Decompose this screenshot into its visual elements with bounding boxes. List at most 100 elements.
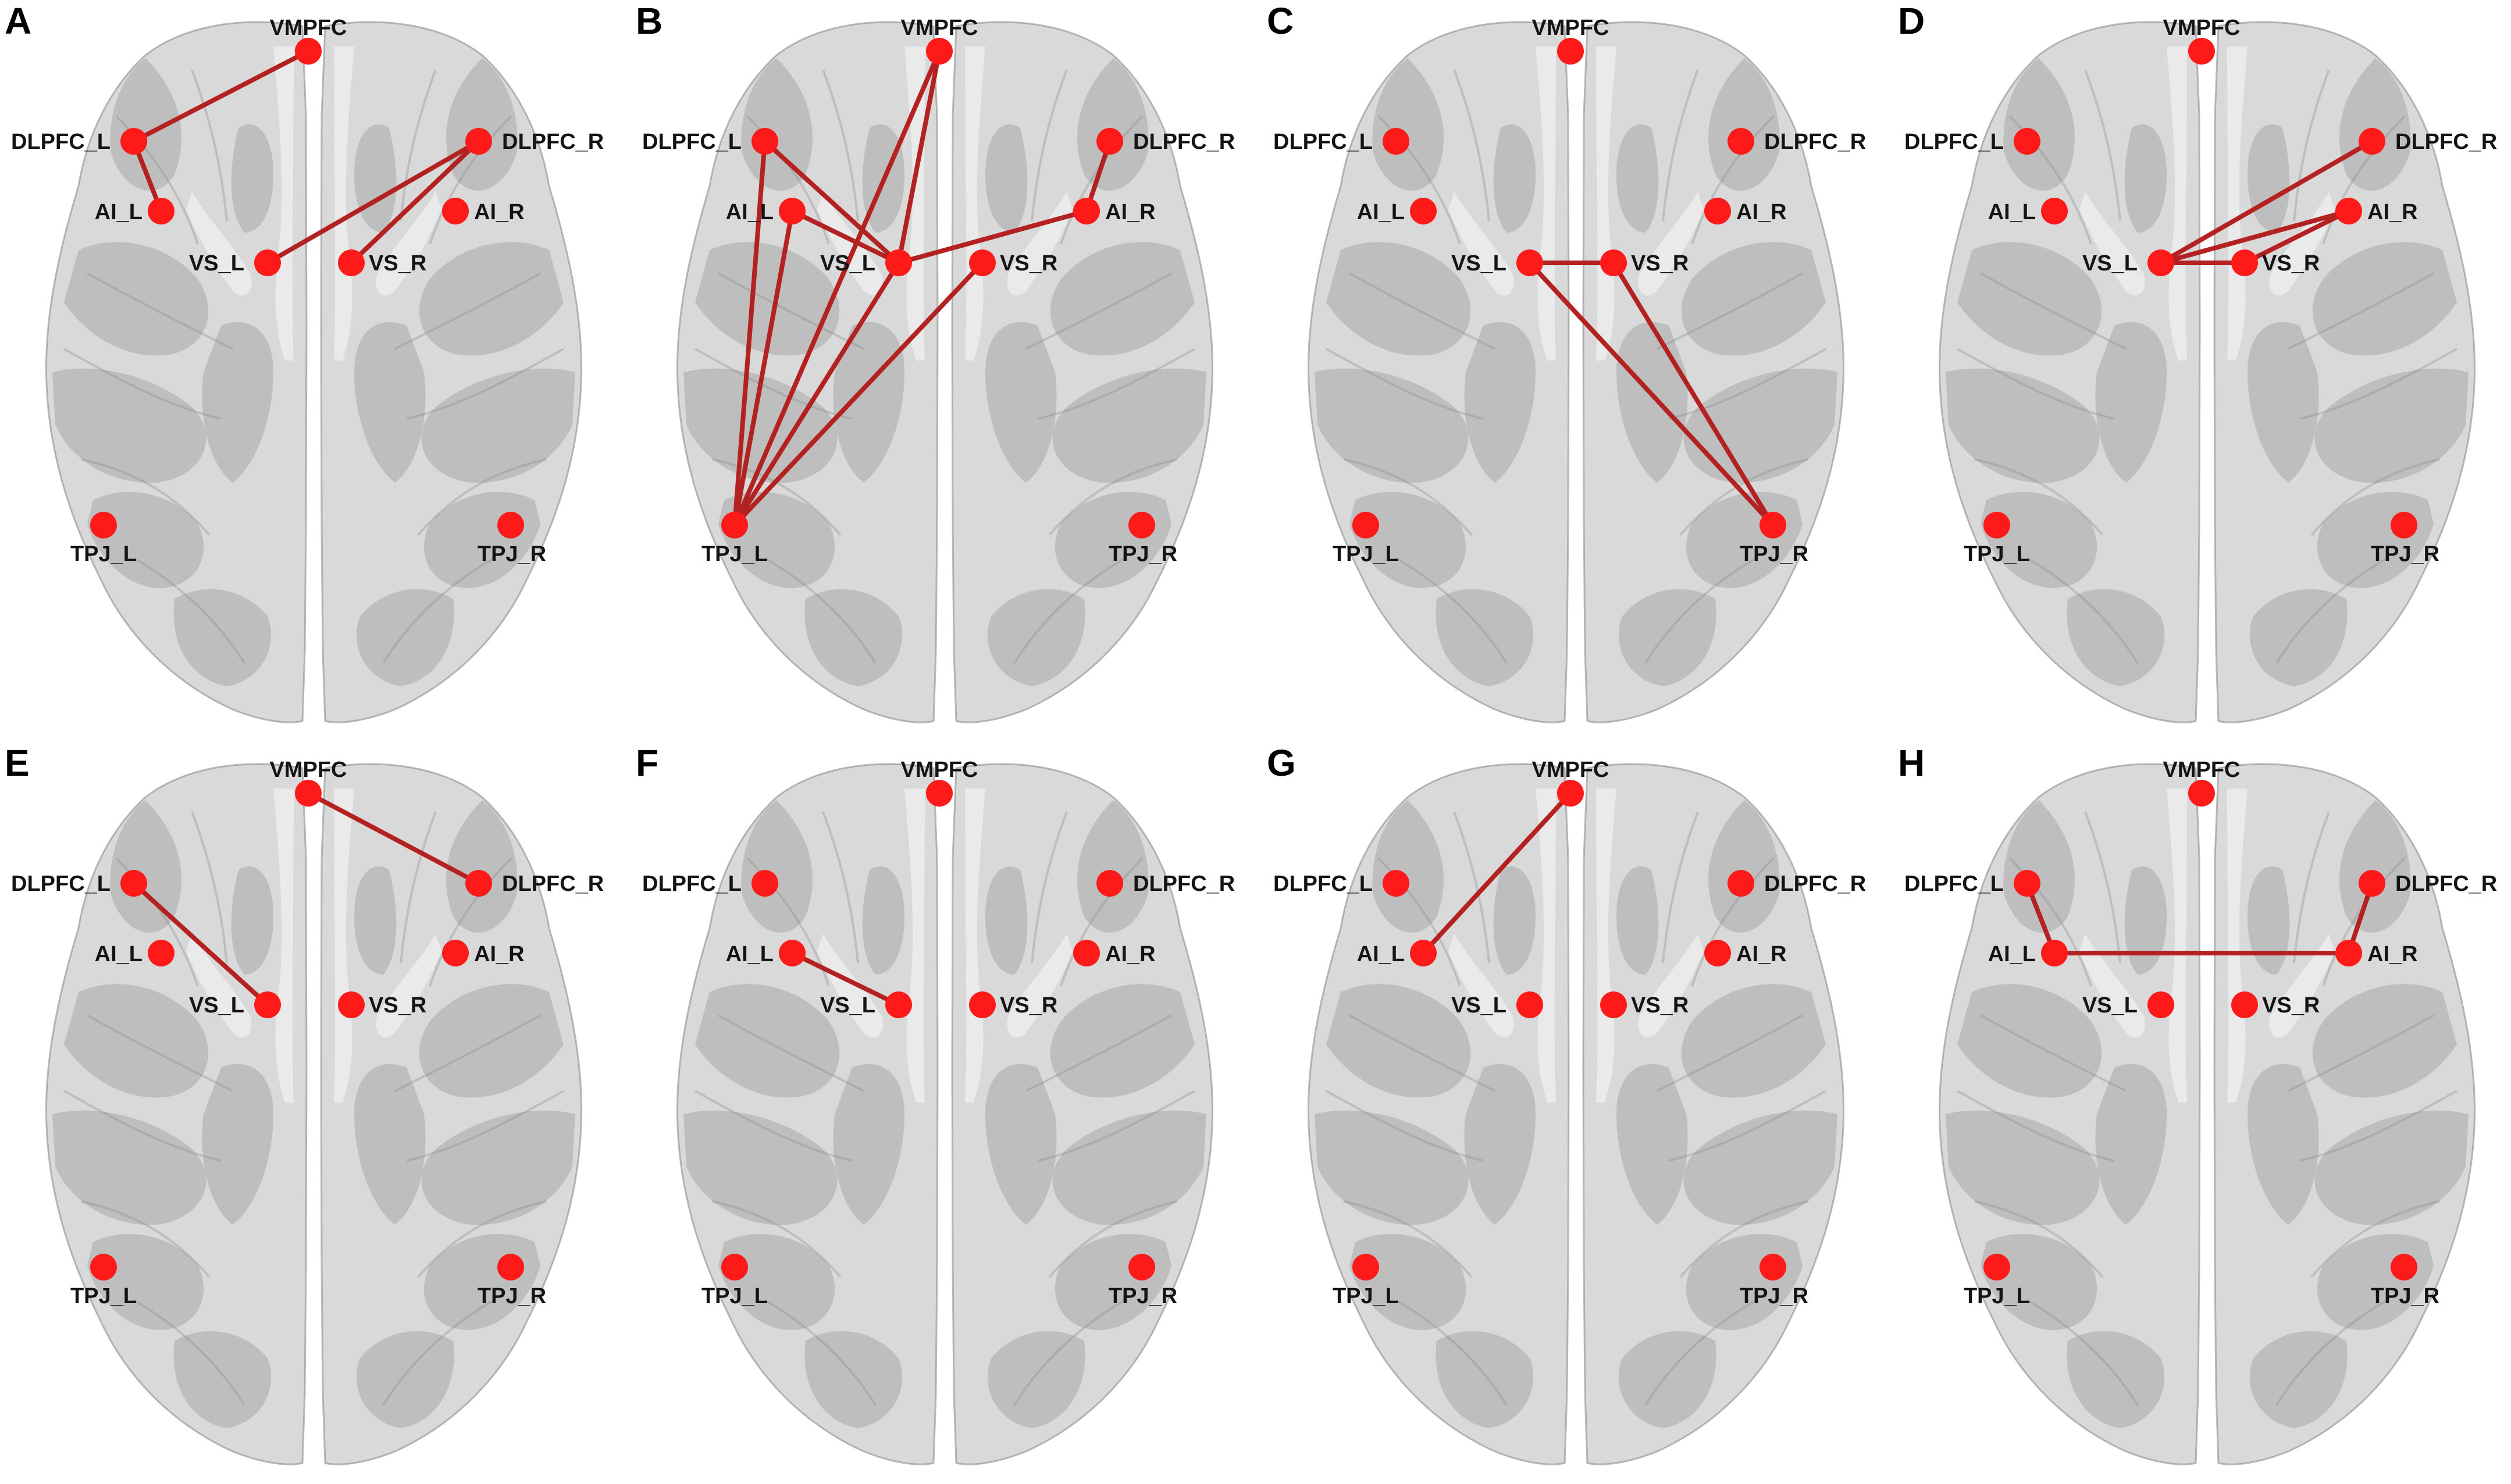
node-dlpfc-l — [1383, 128, 1409, 155]
label-vs-r: VS_R — [1000, 251, 1057, 276]
node-ai-r — [1704, 198, 1731, 224]
label-vmpfc: VMPFC — [901, 758, 978, 782]
label-vs-l: VS_L — [2082, 993, 2138, 1018]
edge-dlpfc_l-tpj_l — [732, 139, 767, 527]
node-dlpfc-r — [1728, 870, 1754, 897]
right-hemisphere — [1582, 21, 1845, 723]
node-vmpfc — [295, 38, 322, 65]
edge-vmpfc-tpj_l — [732, 49, 942, 527]
label-vs-l: VS_L — [820, 993, 875, 1018]
node-dlpfc-r — [2359, 128, 2385, 155]
node-tpj-l — [1352, 1254, 1379, 1280]
node-dlpfc-r — [465, 128, 492, 155]
node-ai-l — [2041, 198, 2068, 224]
edge-ai_l-vs_l — [790, 951, 901, 1007]
node-dlpfc-l — [751, 870, 778, 897]
connection-edges — [1527, 261, 1775, 527]
left-hemisphere — [1307, 763, 1570, 1465]
node-vmpfc — [1557, 38, 1584, 65]
left-hemisphere — [1938, 21, 2201, 723]
label-dlpfc-l: DLPFC_L — [1273, 872, 1373, 896]
label-dlpfc-l: DLPFC_L — [642, 872, 742, 896]
node-vmpfc — [926, 780, 953, 807]
node-dlpfc-r — [465, 870, 492, 897]
left-hemisphere — [1938, 763, 2201, 1465]
label-vmpfc: VMPFC — [1532, 16, 1609, 40]
label-ai-r: AI_R — [2367, 942, 2418, 966]
label-dlpfc-r: DLPFC_R — [2395, 872, 2497, 896]
node-vs-r — [2231, 991, 2258, 1018]
node-dlpfc-l — [120, 870, 147, 897]
label-tpj-l: TPJ_L — [701, 1284, 768, 1308]
node-ai-r — [1073, 198, 1100, 224]
node-ai-r — [442, 198, 469, 224]
node-vs-r — [338, 991, 365, 1018]
label-tpj-l: TPJ_L — [1964, 542, 2030, 566]
brain-outline — [45, 763, 583, 1465]
node-tpj-r — [2391, 1254, 2417, 1280]
label-ai-r: AI_R — [474, 200, 525, 224]
node-vs-l — [1516, 991, 1543, 1018]
label-vs-r: VS_R — [1000, 993, 1057, 1018]
label-tpj-l: TPJ_L — [70, 1284, 137, 1308]
node-tpj-l — [90, 1254, 117, 1280]
left-hemisphere — [45, 763, 308, 1465]
right-hemisphere — [2213, 21, 2476, 723]
node-ai-l — [1410, 940, 1437, 966]
node-dlpfc-l — [2014, 128, 2040, 155]
label-dlpfc-r: DLPFC_R — [1764, 872, 1866, 896]
edge-vmpfc-dlpfc_l — [131, 49, 311, 144]
right-hemisphere — [320, 21, 583, 723]
label-vs-l: VS_L — [189, 993, 244, 1018]
node-ai-l — [779, 940, 806, 966]
label-tpj-l: TPJ_L — [1333, 1284, 1399, 1308]
node-vs-l — [2147, 991, 2174, 1018]
node-tpj-r — [1760, 1254, 1786, 1280]
brain-outline — [1307, 21, 1845, 723]
label-vmpfc: VMPFC — [2163, 758, 2241, 782]
panel-letter: E — [5, 742, 30, 784]
brain-outline — [676, 763, 1214, 1465]
label-tpj-r: TPJ_R — [1740, 1284, 1808, 1308]
label-dlpfc-r: DLPFC_R — [1133, 872, 1235, 896]
node-dlpfc-l — [120, 128, 147, 155]
left-hemisphere — [1307, 21, 1570, 723]
connection-edges — [1421, 791, 1573, 955]
edge-vs_r-tpj_l — [732, 261, 985, 527]
brain-outline — [676, 21, 1214, 723]
node-vs-r — [338, 249, 365, 276]
node-vs-r — [2231, 249, 2258, 276]
label-tpj-l: TPJ_L — [701, 542, 768, 566]
node-tpj-l — [1983, 1254, 2010, 1280]
label-ai-r: AI_R — [1105, 200, 1156, 224]
label-vs-r: VS_R — [2262, 993, 2320, 1018]
node-tpj-r — [1128, 512, 1155, 538]
label-dlpfc-l: DLPFC_L — [11, 872, 111, 896]
label-ai-l: AI_L — [95, 942, 143, 966]
node-vs-r — [969, 991, 996, 1018]
label-vs-l: VS_L — [1451, 993, 1506, 1018]
label-vs-l: VS_L — [1451, 251, 1506, 276]
label-tpj-l: TPJ_L — [70, 542, 137, 566]
connection-edges — [2159, 139, 2374, 265]
right-hemisphere — [951, 21, 1214, 723]
connection-edges — [790, 951, 901, 1007]
label-ai-r: AI_R — [2367, 200, 2418, 224]
edge-vs_l-tpj_l — [732, 261, 901, 527]
panel-letter: D — [1898, 0, 1925, 42]
node-ai-l — [148, 940, 174, 966]
panel-letter: H — [1898, 742, 1925, 784]
node-tpj-r — [1128, 1254, 1155, 1280]
edge-vs_l-tpj_r — [1527, 261, 1775, 527]
node-tpj-l — [721, 512, 748, 538]
label-tpj-r: TPJ_R — [1109, 1284, 1177, 1308]
node-tpj-r — [2391, 512, 2417, 538]
node-dlpfc-r — [1728, 128, 1754, 155]
node-dlpfc-r — [2359, 870, 2385, 897]
node-dlpfc-l — [751, 128, 778, 155]
label-dlpfc-r: DLPFC_R — [1133, 130, 1235, 154]
label-dlpfc-l: DLPFC_L — [11, 130, 111, 154]
